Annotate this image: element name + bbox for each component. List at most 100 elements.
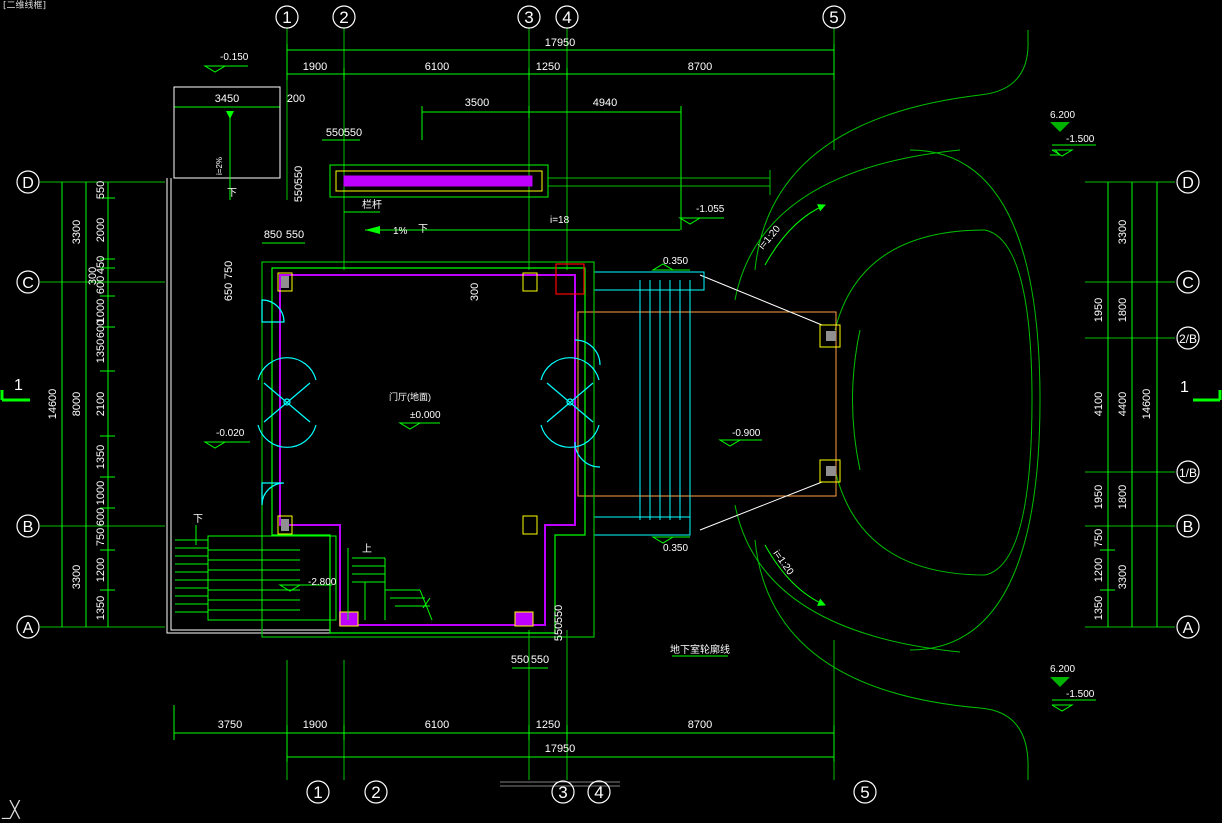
dim-left-inner-11: 1000 — [95, 481, 107, 505]
ucs-icon: _╳ — [2, 800, 20, 819]
grid-col-2-top: 2 — [339, 8, 348, 27]
elev-right-bot-2: -1.500 — [1066, 689, 1095, 700]
dim-col-mid-1: 850 — [264, 229, 282, 241]
dim-right-inner-4: 1200 — [1093, 558, 1105, 582]
entrance-ramp — [577, 271, 837, 536]
dim-canopy-gap: 200 — [287, 93, 305, 105]
dim-left-inner-4: 450 — [95, 256, 107, 274]
dim-left-inner-1: 550 — [95, 181, 107, 199]
grid-row-A-right: A — [1183, 620, 1194, 637]
elev-right-bot-1: 6.200 — [1050, 664, 1075, 675]
elev-top-left: -0.150 — [220, 52, 249, 63]
stair-down-label: 下 — [193, 514, 203, 525]
slope-line: 1% 下 i=18 — [365, 215, 680, 237]
dim-left-inner-6: 1000 — [95, 299, 107, 323]
grid-bubbles-bottom — [306, 780, 877, 804]
dim-top-total: 17950 — [545, 37, 576, 49]
basement-outline-label: 地下室轮廓线 — [670, 643, 730, 656]
grid-col-1-top: 1 — [282, 8, 291, 27]
dim-right-mid-2: 4100 — [1093, 392, 1105, 416]
grid-bubbles-top — [275, 5, 846, 29]
dim-right-mid-1: 1950 — [1093, 298, 1105, 322]
svg-text:1: 1 — [1180, 379, 1189, 396]
grid-col-2-bottom: 2 — [371, 783, 380, 802]
dim-top-bay-1: 1900 — [303, 61, 327, 73]
grid-col-3-top: 3 — [524, 8, 533, 27]
dim-left-inner-12: 600 — [95, 508, 107, 526]
dim-left-inner-10: 1350 — [95, 445, 107, 469]
elev-step-bot: 0.350 — [663, 543, 688, 554]
hall-columns — [277, 272, 538, 627]
dim-left-outer-1: 3300 — [71, 220, 83, 244]
doors — [257, 299, 601, 506]
svg-text:下: 下 — [418, 224, 428, 235]
dim-bottom-bay-5: 8700 — [688, 719, 712, 731]
elev-ramp: -1.055 — [696, 204, 725, 215]
dim-right-mid-3: 1950 — [1093, 485, 1105, 509]
grid-col-4-top: 4 — [562, 8, 571, 27]
grid-bubbles-right — [1176, 170, 1200, 639]
viewport-tab[interactable]: [二维线框] — [0, 0, 50, 12]
section-mark-left: 1 — [0, 377, 30, 402]
elev-step-top: 0.350 — [663, 256, 688, 267]
bottom-dimension-lines — [173, 667, 835, 762]
dim-left-inner-15: 1350 — [95, 596, 107, 620]
dim-left-outer-2: 8000 — [71, 392, 83, 416]
dim-col-top-vert-2: 550 — [293, 184, 305, 202]
dim-col-top-vert-1: 550 — [293, 166, 305, 184]
left-dimension-lines — [61, 182, 115, 627]
grid-row-B-right: B — [1183, 519, 1194, 536]
svg-text:i=2%: i=2% — [215, 157, 224, 175]
ramp-columns — [819, 324, 841, 483]
dim-top-bay-2: 6100 — [425, 61, 449, 73]
elevation-fills — [1050, 122, 1070, 687]
grid-row-C-left: C — [22, 275, 34, 292]
stairs-left — [175, 535, 337, 621]
grid-col-5-bottom: 5 — [860, 783, 869, 802]
dim-col-bottom-2: 550 — [531, 654, 549, 666]
ramp-slope-arrows: i=1:20 i=1:20 — [757, 204, 826, 606]
canopy-slope-arrow: i=2% 下 — [215, 111, 237, 200]
top-beam — [329, 164, 771, 198]
dim-col-bottom-1: 550 — [511, 654, 529, 666]
section-mark-right: 1 — [1180, 379, 1222, 402]
dim-bottom-total: 17950 — [545, 743, 576, 755]
dim-col-mid-2: 550 — [286, 229, 304, 241]
grid-col-1-bottom: 1 — [313, 783, 322, 802]
dim-col-right-vert-1: 550 — [553, 623, 565, 641]
dim-top-bay-3: 1250 — [536, 61, 560, 73]
room-name: 门厅(地面) — [389, 391, 431, 402]
dim-bottom-bay-4: 1250 — [536, 719, 560, 731]
bottom-leaders — [500, 781, 620, 787]
grid-row-D-right: D — [1182, 175, 1194, 192]
site-outline — [166, 86, 330, 634]
dim-left-inner-9: 2100 — [95, 392, 107, 416]
elev-basement-stair: -2.800 — [308, 577, 337, 588]
dim-beam-2: 4940 — [593, 97, 617, 109]
dim-left-inner-5: 600 — [95, 276, 107, 294]
top-dimension-lines — [174, 44, 835, 244]
dim-left-inner-13: 750 — [95, 528, 107, 546]
dim-right-inner-1: 1800 — [1117, 298, 1129, 322]
dim-col-top-1: 550 — [326, 127, 344, 139]
svg-text:1: 1 — [14, 377, 23, 394]
elev-plaza: -0.900 — [732, 428, 761, 439]
dim-right-inner-3: 750 — [1093, 529, 1105, 547]
dim-col-left-vert-1: 650 — [223, 283, 235, 301]
dim-beam-1: 3500 — [465, 97, 489, 109]
stair-up-label: 上 — [362, 543, 372, 555]
elev-right-top-1: 6.200 — [1050, 110, 1075, 121]
elevation-markers — [203, 65, 1096, 712]
dim-bottom-bay-2: 1900 — [303, 719, 327, 731]
grid-col-4-bottom: 4 — [594, 783, 603, 802]
dim-right-outer-1: 3300 — [1117, 220, 1129, 244]
dim-left-inner-14: 1200 — [95, 558, 107, 582]
dim-col-right-vert-2: 550 — [553, 605, 565, 623]
grid-row-2B-right: 2/B — [1179, 332, 1197, 346]
dim-right-outer-3: 3300 — [1117, 565, 1129, 589]
dim-left-inner-3: 300 — [87, 267, 99, 285]
grid-row-1B-right: 1/B — [1179, 466, 1197, 480]
svg-text:1%: 1% — [393, 226, 408, 237]
grid-row-A-left: A — [23, 620, 34, 637]
